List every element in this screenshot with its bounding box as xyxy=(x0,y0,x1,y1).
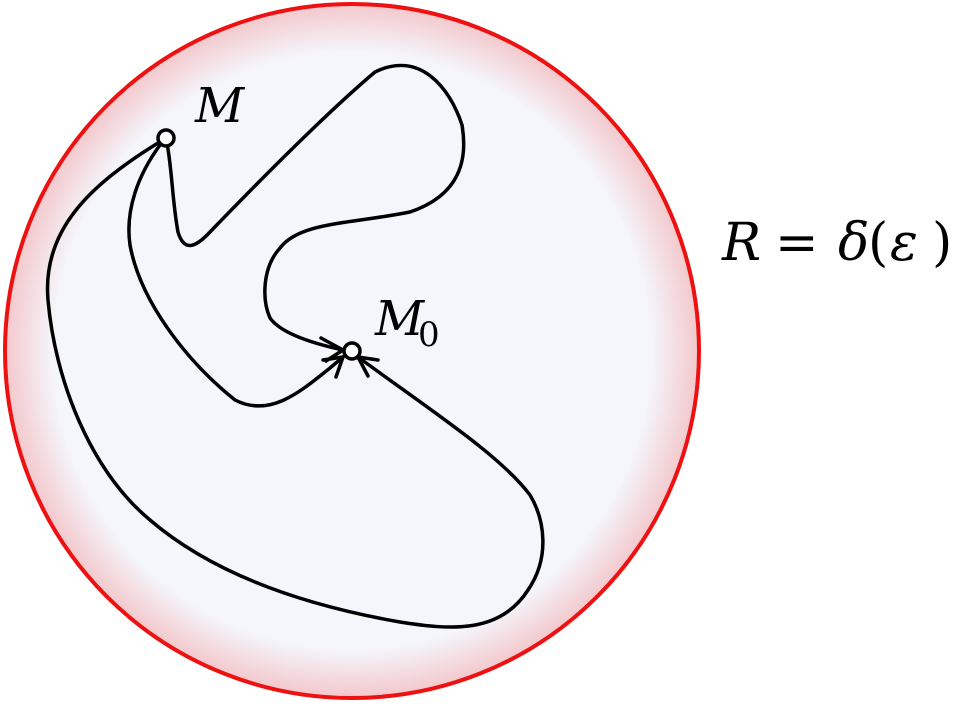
point-m-marker xyxy=(156,128,176,148)
path-outer-loop xyxy=(45,141,545,629)
point-m-label: M xyxy=(194,78,246,134)
radius-close-paren: ) xyxy=(932,213,952,273)
radius-epsilon: ε xyxy=(890,213,918,273)
point-m0-marker xyxy=(342,341,362,361)
path-middle xyxy=(127,143,345,408)
arrowhead-middle xyxy=(321,355,345,379)
point-m0-subscript: 0 xyxy=(418,315,440,355)
radius-equals: = xyxy=(775,213,819,273)
radius-lhs: R xyxy=(721,213,761,273)
point-m0-label: M xyxy=(374,291,426,347)
radius-open-paren: ( xyxy=(868,213,888,273)
path-upper-loop xyxy=(164,63,466,352)
radius-delta: δ xyxy=(838,213,869,273)
